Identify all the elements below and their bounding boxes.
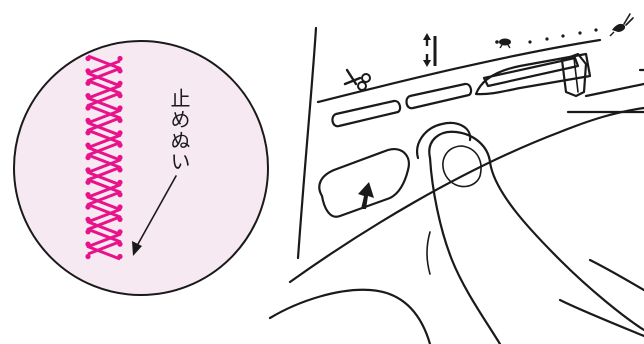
reinforcement-stitch-pattern: [85, 54, 123, 261]
needle-position-button[interactable]: [405, 33, 473, 110]
reinforcement-stitch-button[interactable]: [416, 121, 472, 160]
stitch-point: [85, 241, 91, 247]
stitch-point: [117, 253, 123, 260]
stitch-point: [85, 204, 91, 210]
stitch-point: [85, 216, 91, 222]
stitch-point: [117, 130, 123, 136]
stitch-point: [117, 142, 123, 148]
stitch-point: [117, 192, 123, 198]
stitch-point: [85, 105, 91, 111]
reinforcement-stitch-label: 止めぬい: [167, 88, 191, 172]
thread-cutter-button[interactable]: [331, 68, 402, 128]
scissors-icon: [343, 68, 371, 91]
stitch-point: [117, 80, 123, 86]
stitch-point: [117, 229, 123, 235]
speed-control-slider[interactable]: [474, 13, 634, 98]
stitch-point: [85, 130, 91, 136]
stitch-point: [85, 253, 91, 260]
turtle-icon: [495, 38, 511, 49]
speed-scale-dots: [528, 28, 598, 44]
stitch-point: [117, 204, 123, 210]
stitch-point: [117, 241, 123, 247]
reverse-stitch-button[interactable]: [318, 148, 410, 218]
stitch-point: [117, 216, 123, 222]
stitch-point: [85, 142, 91, 148]
stitch-point: [117, 55, 123, 62]
stitch-point: [85, 117, 91, 123]
reverse-arrow-icon: [358, 182, 374, 209]
speed-slider-knob[interactable]: [560, 52, 588, 98]
stitch-point: [85, 93, 91, 99]
rabbit-icon: [609, 13, 634, 37]
stitch-point: [85, 80, 91, 86]
stitch-point: [117, 93, 123, 99]
stitch-point: [85, 192, 91, 198]
stitch-point: [85, 68, 91, 74]
stitch-point: [85, 154, 91, 161]
stitch-point: [117, 154, 123, 161]
detail-circle: [13, 40, 269, 296]
machine-front-panel: [288, 26, 644, 284]
pressing-finger: [268, 130, 644, 344]
stitch-point: [85, 179, 91, 185]
stitch-detail-callout: [13, 40, 269, 296]
stitch-point: [117, 167, 123, 173]
stitch-point: [85, 55, 91, 62]
callout-leader-arrow: [132, 175, 177, 256]
stitch-point: [117, 179, 123, 185]
stitch-point: [85, 229, 91, 235]
stitch-point: [117, 68, 123, 74]
needle-up-down-icon: [423, 33, 437, 67]
stitch-point: [85, 167, 91, 173]
stitch-point: [117, 117, 123, 123]
stitch-point: [117, 105, 123, 111]
